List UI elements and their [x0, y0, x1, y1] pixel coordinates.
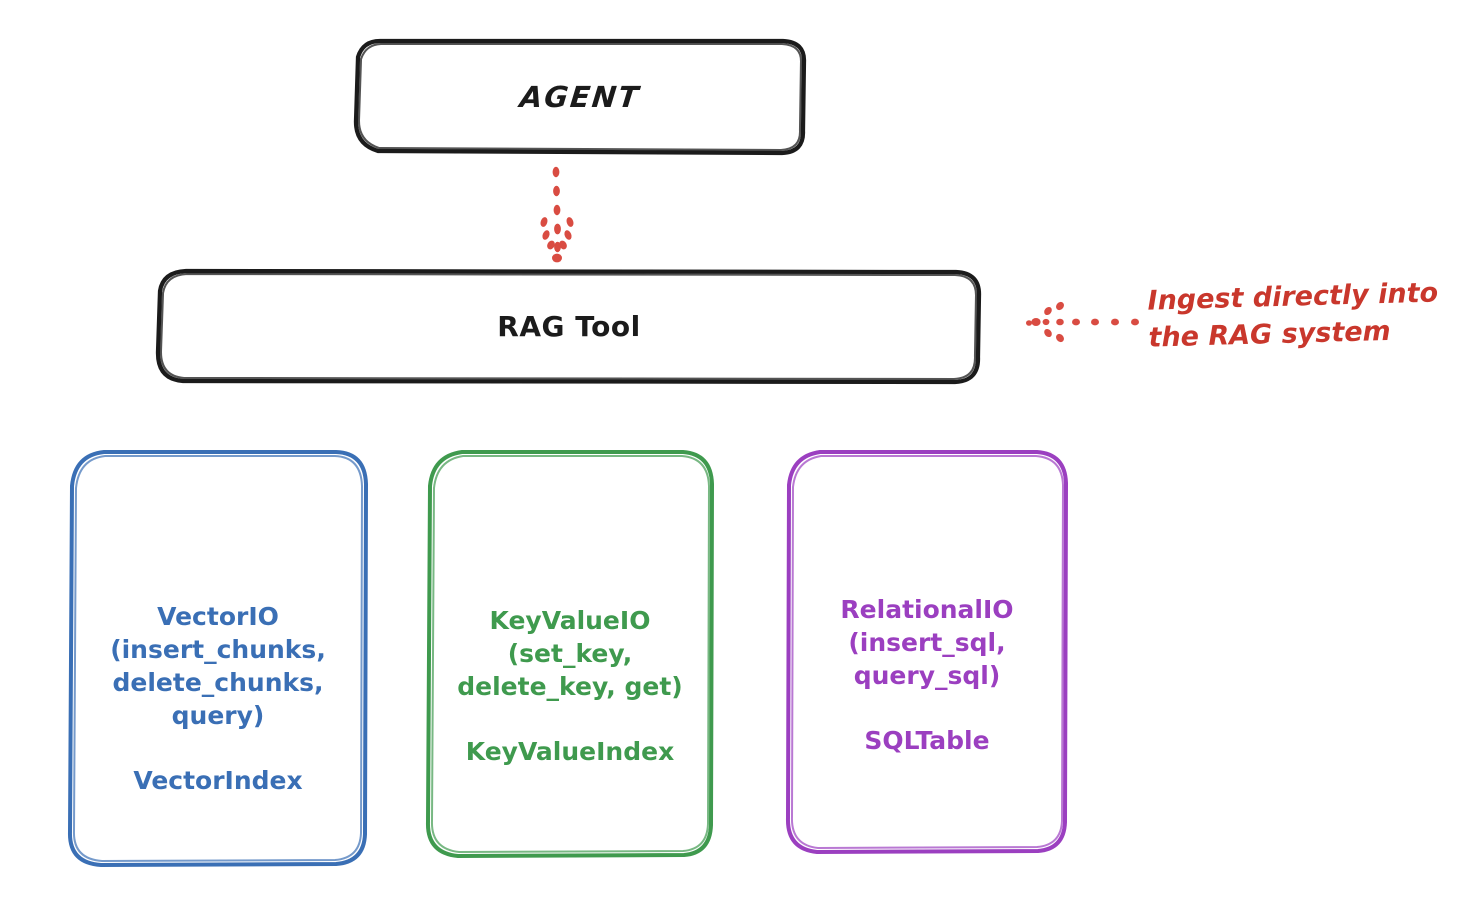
vector-io-content: VectorIO (insert_chunks, delete_chunks, … [110, 600, 326, 795]
key-value-io-box-outline [425, 450, 714, 858]
agent-box-outline [353, 38, 807, 156]
agent-to-rag-connector [540, 166, 574, 263]
node-rag-tool[interactable]: RAG Tool [158, 270, 980, 383]
key-value-io-api-label: KeyValueIO (set_key, delete_key, get) [457, 606, 683, 701]
node-vector-io[interactable]: VectorIO (insert_chunks, delete_chunks, … [70, 450, 366, 866]
node-agent[interactable]: AGENT [355, 40, 805, 153]
relational-io-content: RelationalIO (insert_sql, query_sql) SQL… [840, 593, 1013, 755]
ingest-annotation-label: Ingest directly into the RAG system [1147, 277, 1439, 354]
spacer [110, 732, 326, 766]
agent-label: AGENT [518, 79, 642, 114]
spacer [840, 692, 1013, 726]
rag-tool-box-outline [155, 268, 982, 385]
spacer [457, 703, 682, 737]
vector-io-api-label: VectorIO (insert_chunks, delete_chunks, … [110, 601, 326, 730]
relational-io-api-label: RelationalIO (insert_sql, query_sql) [840, 595, 1014, 690]
ingest-to-rag-connector [1026, 301, 1139, 343]
key-value-io-index-label: KeyValueIndex [465, 737, 675, 766]
node-key-value-io[interactable]: KeyValueIO (set_key, delete_key, get) Ke… [428, 450, 712, 856]
key-value-io-content: KeyValueIO (set_key, delete_key, get) Ke… [457, 604, 682, 766]
rag-tool-label: RAG Tool [497, 310, 641, 343]
vector-io-index-label: VectorIndex [133, 765, 303, 795]
relational-io-index-label: SQLTable [864, 726, 990, 755]
relational-io-box-outline [785, 450, 1068, 854]
vector-io-box-outline [67, 450, 368, 867]
node-relational-io[interactable]: RelationalIO (insert_sql, query_sql) SQL… [788, 450, 1066, 852]
